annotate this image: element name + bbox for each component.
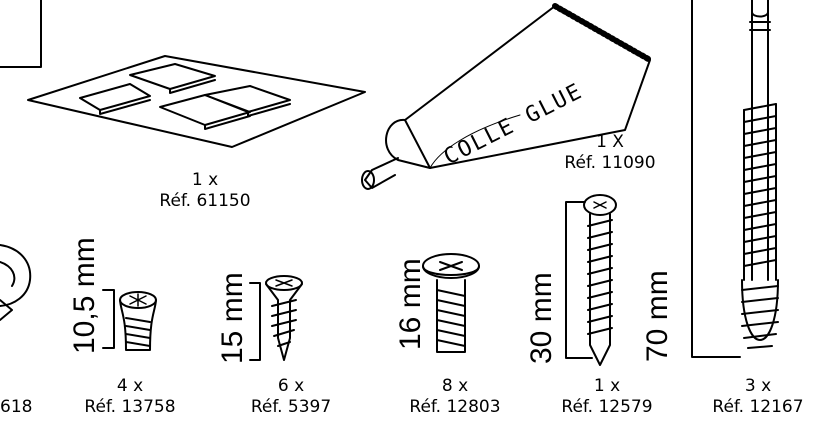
length-label-16-mm: 16 mm [394,258,427,350]
length-label-30-mm: 30 mm [525,272,558,364]
quantity [0,376,44,397]
glue-tube-illustration [361,3,653,190]
screw-5397-illustration [249,275,303,361]
quantity: 1 x [191,170,219,190]
reference: Réf. 12167 [712,397,804,417]
part-label-12803: 8 x Réf. 12803 [385,376,525,418]
screw-12579-illustration [565,194,617,366]
quantity: 1 x [593,376,621,396]
partial-frame [0,0,42,68]
part-label-5397: 6 x Réf. 5397 [226,376,356,418]
part-label-pads: 1 x Réf. 61150 [140,170,270,212]
screw-13758-illustration [102,289,157,351]
length-label-10-5-mm: 10,5 mm [68,237,101,354]
part-label-glue: 1 X Réf. 11090 [545,132,675,174]
quantity: 3 x [744,376,772,396]
reference: Réf. 61150 [159,191,251,211]
reference: Réf. 11090 [564,153,656,173]
length-label-70-mm: 70 mm [641,270,674,362]
felt-pads-illustration [27,55,366,148]
screw-12167-illustration [691,0,779,358]
part-label-cam-partial: 618 [0,376,44,418]
part-label-12167: 3 x Réf. 12167 [688,376,828,418]
quantity: 4 x [116,376,144,396]
part-label-13758: 4 x Réf. 13758 [65,376,195,418]
reference: Réf. 13758 [84,397,176,417]
screw-12803-illustration [422,253,480,353]
quantity: 6 x [277,376,305,396]
reference: 618 [0,397,33,417]
reference: Réf. 12803 [409,397,501,417]
part-label-12579: 1 x Réf. 12579 [537,376,677,418]
reference: Réf. 5397 [250,397,332,417]
length-label-15-mm: 15 mm [216,272,249,364]
quantity: 8 x [441,376,469,396]
reference: Réf. 12579 [561,397,653,417]
cam-lock-partial-illustration [0,244,32,321]
quantity: 1 X [596,132,624,152]
